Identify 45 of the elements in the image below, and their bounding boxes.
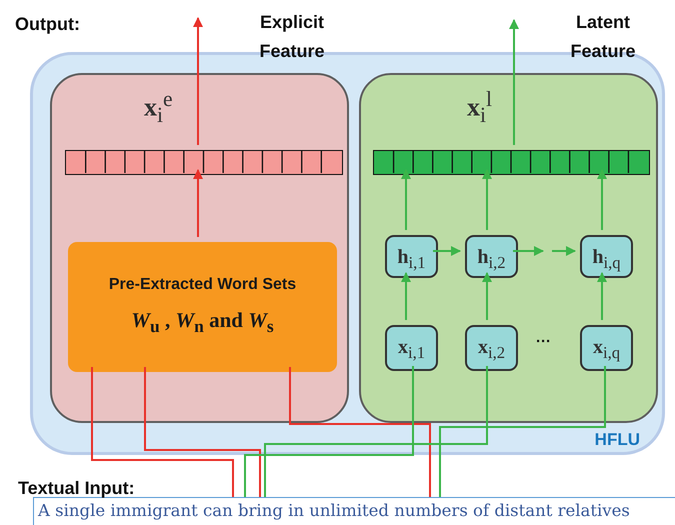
arrow (482, 169, 492, 230)
state-box (385, 235, 438, 278)
arrow (193, 17, 203, 145)
latent-panel (359, 73, 658, 423)
arrow (597, 272, 607, 320)
feature-label: Latent Feature (569, 11, 637, 63)
arrow (401, 169, 411, 230)
arrow (482, 272, 492, 320)
state-symbol: x$_{i,1}$ (396, 336, 426, 363)
connector-line (144, 367, 261, 497)
state-symbol: h$_{i,1}$ (396, 246, 427, 273)
state-box (465, 235, 518, 278)
arrow (597, 169, 607, 230)
arrow (401, 272, 411, 320)
state-box (385, 325, 438, 371)
word-sets-box (68, 242, 337, 372)
feature-vector (65, 150, 343, 175)
word-set-symbols: W$_{u}$ , W$_{n}$ and W$_{s}$ (130, 308, 275, 338)
state-symbol: h$_{i,q}$ (591, 246, 622, 273)
arrow (552, 246, 576, 256)
state-symbol: x$_{i,q}$ (592, 336, 622, 363)
input-heading: Textual Input: (18, 477, 135, 500)
explicit-panel (50, 73, 349, 423)
box-title: Pre-Extracted Word Sets (108, 276, 298, 294)
output-heading: Output: (15, 13, 80, 36)
connector-line (264, 366, 488, 497)
state-symbol: x$_{i,2}$ (476, 336, 506, 363)
text-input-field (33, 497, 675, 525)
state-box (580, 325, 633, 371)
input-sentence: A single immigrant can bring in unlimited numbers of distant relatives (38, 501, 630, 520)
ellipsis: ··· (536, 332, 551, 352)
connector-line (91, 367, 234, 497)
connector-line (289, 367, 431, 497)
state-symbol: h$_{i,2}$ (476, 246, 507, 273)
arrow (513, 246, 544, 256)
connector-line (244, 366, 414, 497)
state-box (465, 325, 518, 371)
connector-line (439, 366, 606, 497)
arrow (193, 169, 203, 237)
arrow (433, 246, 461, 256)
arrow (509, 19, 519, 145)
feature-label: Explicit Feature (258, 11, 326, 63)
feature-vector (373, 150, 650, 175)
module-label: HFLU (594, 430, 640, 450)
state-box (580, 235, 633, 278)
